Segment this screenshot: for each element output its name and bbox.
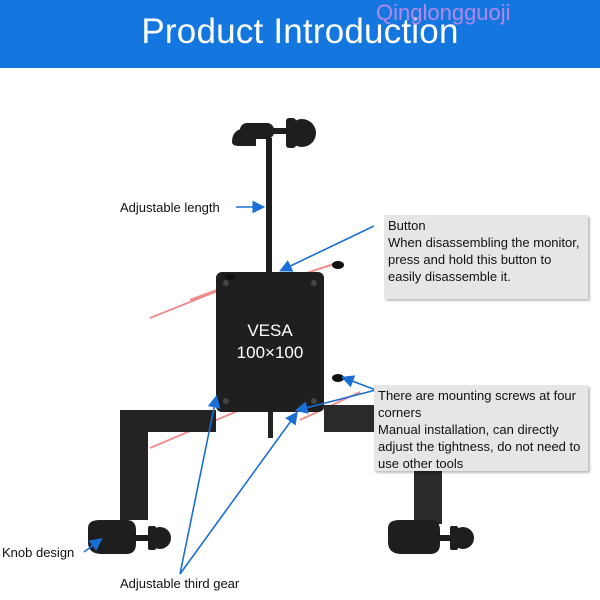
callout-button-text: When disassembling the monitor, press an… xyxy=(388,235,580,284)
watermark: Qinglongguoji xyxy=(376,0,511,25)
label-knob-design: Knob design xyxy=(2,544,75,561)
pointer-arrows xyxy=(83,200,377,575)
label-adjustable-length: Adjustable length xyxy=(118,199,222,216)
callout-screws: There are mounting screws at four corner… xyxy=(374,385,588,471)
vesa-plate-label: VESA 100×100 xyxy=(216,320,324,364)
bottom-right-clamp xyxy=(388,520,474,554)
top-clamp xyxy=(232,118,316,278)
vesa-line-2: 100×100 xyxy=(236,343,304,362)
bottom-left-clamp xyxy=(88,520,171,554)
vesa-plate xyxy=(216,261,344,412)
callout-screws-text: Manual installation, can directly adjust… xyxy=(378,422,581,471)
label-adjustable-third-gear: Adjustable third gear xyxy=(120,575,240,592)
header-banner: Product Introduction xyxy=(0,0,600,68)
page-title: Product Introduction xyxy=(141,12,459,51)
callout-button-title: Button xyxy=(388,218,426,233)
vesa-line-1: VESA xyxy=(247,321,293,340)
callout-button: Button When disassembling the monitor, p… xyxy=(384,215,588,299)
callout-screws-title: There are mounting screws at four corner… xyxy=(378,388,576,420)
